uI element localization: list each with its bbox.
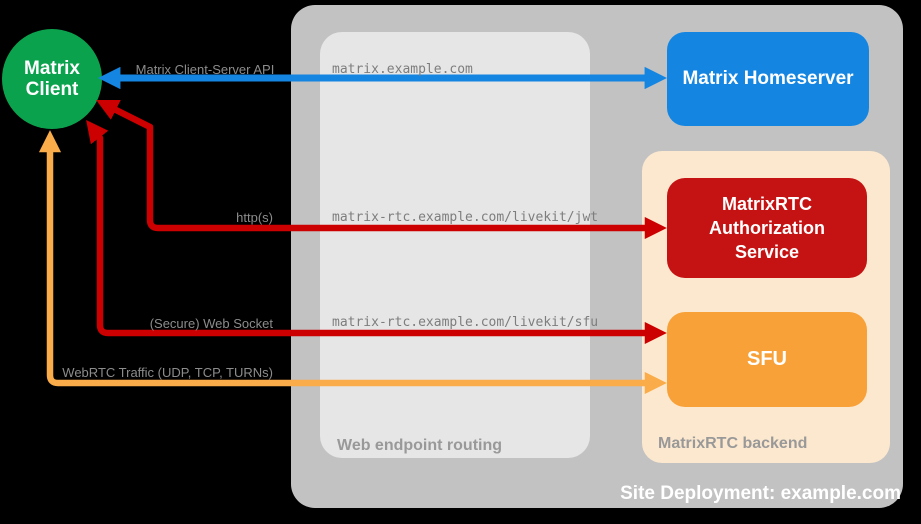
- endpoint-url-livekit-jwt: matrix-rtc.example.com/livekit/jwt: [332, 210, 599, 225]
- matrixrtc-backend-title: MatrixRTC backend: [658, 435, 808, 452]
- webrtc-traffic-arrow-label: WebRTC Traffic (UDP, TCP, TURNs): [62, 365, 273, 380]
- matrix-client-label-line2: Client: [25, 79, 79, 100]
- matrix-client-node: Matrix Client: [2, 29, 102, 129]
- websocket-arrow-label: (Secure) Web Socket: [149, 316, 273, 331]
- matrix-client-label-line1: Matrix: [24, 58, 80, 79]
- matrix-homeserver-label: Matrix Homeserver: [682, 68, 854, 89]
- client-server-api-arrow-label: Matrix Client-Server API: [135, 62, 275, 77]
- matrixrtc-authorization-service-node: MatrixRTC Authorization Service: [667, 178, 867, 278]
- matrixrtc-authorization-service-label: MatrixRTC Authorization Service: [709, 194, 825, 262]
- web-endpoint-routing-title: Web endpoint routing: [337, 437, 503, 454]
- http-arrow-label: http(s): [236, 210, 273, 225]
- sfu-node: SFU: [667, 312, 867, 407]
- sfu-label: SFU: [747, 348, 787, 370]
- site-deployment-title: Site Deployment: example.com: [620, 483, 901, 504]
- web-endpoint-routing-container: [320, 32, 590, 458]
- matrix-homeserver-node: Matrix Homeserver: [667, 32, 869, 126]
- endpoint-url-livekit-sfu: matrix-rtc.example.com/livekit/sfu: [332, 315, 599, 330]
- endpoint-url-homeserver: matrix.example.com: [332, 62, 473, 77]
